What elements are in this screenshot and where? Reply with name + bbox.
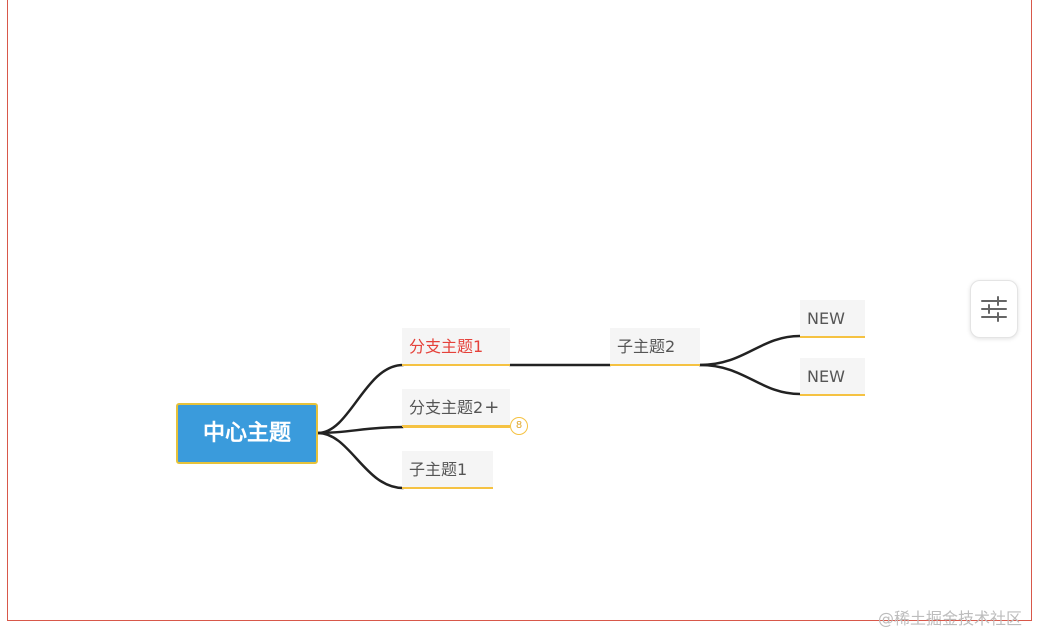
collapsed-count-badge[interactable]: 8 — [510, 417, 528, 435]
settings-button[interactable] — [970, 280, 1018, 338]
central-topic[interactable]: 中心主题 — [176, 403, 318, 464]
add-child-icon[interactable]: + — [484, 397, 500, 418]
branch-topic-2[interactable]: 分支主题2+ — [402, 389, 510, 427]
branch-topic-2-label: 分支主题2 — [409, 398, 484, 417]
branch-topic-1[interactable]: 分支主题1 — [402, 328, 510, 366]
subtopic-2[interactable]: 子主题2 — [610, 328, 700, 366]
subtopic-2-label: 子主题2 — [617, 337, 676, 356]
watermark: @稀土掘金技术社区 — [878, 609, 1023, 628]
leaf-topic-2-label: NEW — [807, 367, 845, 386]
central-topic-label: 中心主题 — [202, 421, 291, 446]
branch-topic-3[interactable]: 子主题1 — [402, 451, 493, 489]
leaf-topic-2[interactable]: NEW — [800, 358, 865, 396]
leaf-topic-1[interactable]: NEW — [800, 300, 865, 338]
leaf-topic-1-label: NEW — [807, 309, 845, 328]
mindmap-canvas[interactable] — [7, 0, 1032, 621]
sliders-icon — [981, 296, 1007, 322]
branch-topic-3-label: 子主题1 — [409, 460, 468, 479]
branch-topic-1-label: 分支主题1 — [409, 337, 484, 356]
